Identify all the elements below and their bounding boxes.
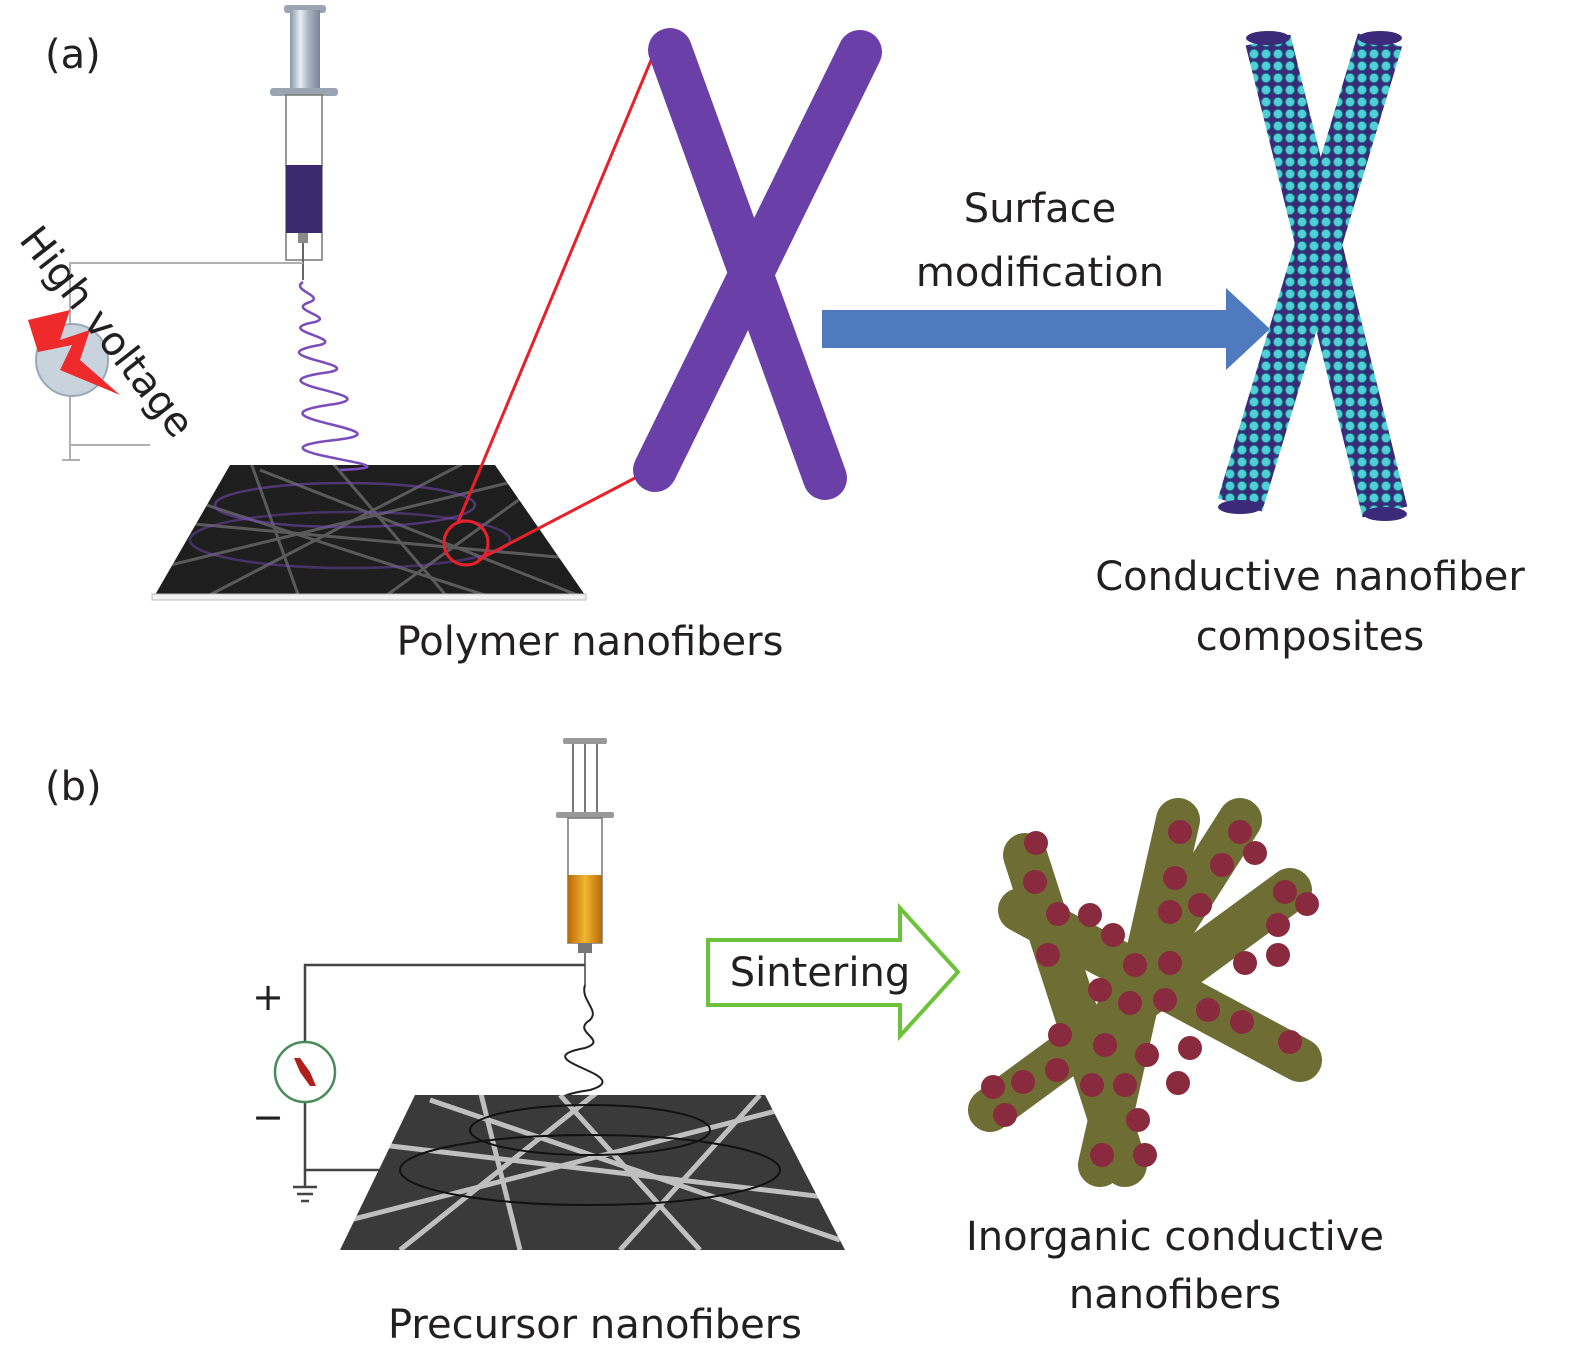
high-voltage-source-icon [28,310,120,397]
conductive-particles [981,820,1319,1167]
syringe-b-icon [556,738,614,985]
precursor-nanofiber-mat [340,1095,845,1250]
panel-b-label: (b) [45,764,102,810]
polymer-nanofibers-label: Polymer nanofibers [397,619,784,665]
precursor-nanofibers-label: Precursor nanofibers [388,1302,802,1348]
panel-a: (a) High voltage [10,5,1525,665]
surface-label: Surface [964,186,1116,232]
inorganic-nanofiber-network [968,798,1322,1187]
panel-b: (b) + − [45,738,1384,1348]
panel-a-label: (a) [45,32,101,78]
fiber-jet-spiral [188,280,512,570]
syringe-icon [270,5,338,280]
surface-modification-arrow-icon [822,288,1270,370]
inorganic-label-line1: Inorganic conductive [966,1214,1384,1260]
conductive-composite-label-line1: Conductive nanofiber [1095,554,1525,600]
power-source-icon [273,1040,337,1104]
polymer-nanofiber-cross [633,28,882,500]
minus-sign: − [252,1095,284,1139]
conductive-nanofiber-composite-cross [1217,31,1408,521]
zoom-indicator [442,57,654,567]
sintering-label: Sintering [730,950,910,996]
modification-label: modification [916,250,1164,296]
polymer-nanofiber-mat [151,465,587,601]
circuit-b-wires [293,963,585,1203]
inorganic-label-line2: nanofibers [1069,1272,1281,1318]
plus-sign: + [252,975,284,1019]
sintering-arrow-icon [706,902,961,1042]
conductive-composite-label-line2: composites [1196,614,1424,660]
